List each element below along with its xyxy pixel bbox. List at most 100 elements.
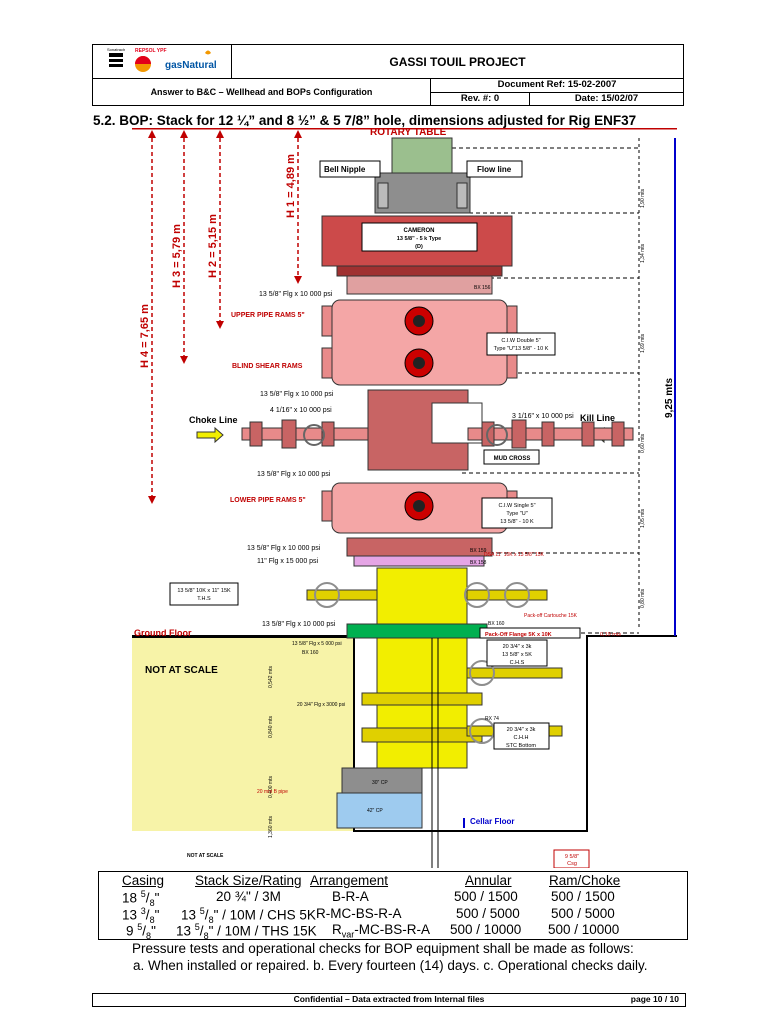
dsa-label: DSA 11" 10K x 13 5/8" 15K <box>484 552 545 558</box>
mud-cross-label: MUD CROSS <box>494 456 531 462</box>
drilling-spool-adapter <box>353 555 485 567</box>
ground-floor-label: Ground Floor <box>134 628 192 638</box>
not-at-scale-label: NOT AT SCALE <box>145 665 218 676</box>
table-row: 9 5/8" 13 5/8" / 10M / THS 15K Rvar-MC-B… <box>99 922 687 942</box>
h1-label: H 1 = 4,89 m <box>285 154 297 218</box>
ths-valve-handwheel-icon <box>314 582 340 608</box>
dim-019-label: 0,19 mts <box>600 632 621 638</box>
bx158-label: BX 158 <box>470 560 487 566</box>
upper-pipe-rams-label: UPPER PIPE RAMS 5" <box>231 312 305 319</box>
cell-arrangement: Rvar-MC-BS-R-A <box>332 922 431 940</box>
header-stack: Stack Size/Rating <box>195 873 302 888</box>
svg-text:1,90 mts: 1,90 mts <box>640 188 646 208</box>
pipe-20mm-label: 20 mm B pipe <box>257 789 288 795</box>
cell-ram-choke: 500 / 5000 <box>551 906 615 921</box>
ciw-single-label: C.I.W Single 5" <box>498 503 535 509</box>
cell-stack: 20 ¾" / 3M <box>216 889 281 904</box>
svg-text:1,69 mts: 1,69 mts <box>640 333 646 353</box>
h4-label: H 4 = 7,65 m <box>139 304 151 368</box>
page-number: page 10 / 10 <box>630 994 679 1004</box>
svg-text:13 5/8" - 10 K: 13 5/8" - 10 K <box>500 519 534 525</box>
sonatrach-logo-icon <box>109 53 123 67</box>
svg-text:1,34 mts: 1,34 mts <box>640 243 646 263</box>
svg-text:0,80 mts: 0,80 mts <box>640 588 646 608</box>
flow-line-label: Flow line <box>477 165 512 174</box>
cell-casing: 9 5/8" <box>126 922 156 942</box>
cell-annular: 500 / 1500 <box>454 889 518 904</box>
table-header-row: Casing Stack Size/Rating Arrangement Ann… <box>99 873 687 889</box>
svg-text:C.H.S: C.H.S <box>510 660 525 666</box>
dimension-labels: 1,90 mts 1,34 mts 1,69 mts 0,60 mts 1,05… <box>268 188 646 838</box>
bell-nipple <box>391 137 453 174</box>
pipe-30cp-label: 30" CP <box>372 780 388 786</box>
document-header: Sonatrach REPSOL YPF gasNatural GASSI TO… <box>92 44 684 106</box>
kill-flange-label: 3 1/16" x 10 000 psi <box>512 413 574 420</box>
lower-pipe-rams-label: LOWER PIPE RAMS 5" <box>230 497 306 504</box>
cameron-label: CAMERON <box>404 228 435 234</box>
cell-annular: 500 / 5000 <box>456 906 520 921</box>
document-date: Date: 15/02/07 <box>574 93 639 104</box>
svg-text:Type "U": Type "U" <box>506 511 527 517</box>
flange-label-7: 13 5/8" Flg x 5 000 psi <box>292 641 342 647</box>
pressure-test-text: Pressure tests and operational checks fo… <box>132 940 648 974</box>
blind-shear-rams-label: BLIND SHEAR RAMS <box>232 363 303 370</box>
not-at-scale-small-label: NOT AT SCALE <box>187 853 224 859</box>
bx159-label: BX 159 <box>470 548 487 554</box>
cell-arrangement: B-R-A <box>332 889 369 904</box>
header-ram-choke: Ram/Choke <box>549 873 621 888</box>
chh-label: 20 3/4" x 3k <box>507 727 536 733</box>
cell-ram-choke: 500 / 10000 <box>548 922 620 937</box>
pack-off-flange <box>346 623 488 639</box>
tubing-head-spool <box>376 567 468 629</box>
choke-arrow-icon <box>196 426 224 444</box>
table-row: 13 3/8" 13 5/8" / 10M / CHS 5K R-MC-BS-R… <box>99 906 687 926</box>
test-line-1: Pressure tests and operational checks fo… <box>132 941 634 956</box>
bx156-label: BX 156 <box>474 285 491 291</box>
ciw-double-label: C.I.W Double 5" <box>501 338 540 344</box>
flange-label-8: 20 3/4" Flg x 3000 psi <box>297 702 345 708</box>
cellar-floor-label: Cellar Floor <box>470 817 514 826</box>
choke-line-label: Choke Line <box>189 415 238 425</box>
flange-label-3: 13 5/8" Flg x 10 000 psi <box>257 471 331 478</box>
svg-text:13 5/8" x 5K: 13 5/8" x 5K <box>502 652 532 658</box>
svg-text:STC Bottom: STC Bottom <box>506 743 536 749</box>
pipe-42cp-label: 42" CP <box>367 808 383 814</box>
ths-label: 13 5/8" 10K x 11" 15K <box>177 588 231 594</box>
cell-casing: 18 5/8" <box>122 889 160 909</box>
conductor-30 <box>341 767 423 794</box>
flange-label-6: 13 5/8" Flg x 10 000 psi <box>262 621 336 628</box>
flange-label-5: 11" Flg x 15 000 psi <box>257 558 319 565</box>
section-title: 5.2. BOP: Stack for 12 ¼” and 8 ½” & 5 7… <box>93 113 637 128</box>
rx74-label: RX 74 <box>485 716 499 722</box>
pack-off-flange-label: Pack-Off Flange 5K x 10K <box>485 632 552 638</box>
svg-text:13 5/8" - 5 k Type: 13 5/8" - 5 k Type <box>397 236 441 242</box>
svg-text:0,542 mts: 0,542 mts <box>268 666 274 688</box>
cell-arrangement: R-MC-BS-R-A <box>316 906 402 921</box>
revision: Rev. #: 0 <box>431 93 530 105</box>
logo-text-sonatrach: Sonatrach <box>107 47 125 52</box>
cell-stack: 13 5/8" / 10M / THS 15K <box>176 922 317 942</box>
svg-text:0,840 mts: 0,840 mts <box>268 716 274 738</box>
svg-text:0,400 mts: 0,400 mts <box>268 776 274 798</box>
svg-text:Type "U"13 5/8" - 10 K: Type "U"13 5/8" - 10 K <box>494 346 549 352</box>
choke-flange-label: 4 1/16" x 10 000 psi <box>270 407 332 414</box>
header-arrangement: Arrangement <box>310 873 389 888</box>
document-subject: Answer to B&C – Wellhead and BOPs Config… <box>93 79 431 105</box>
kill-valve-handwheel-icon <box>486 424 508 446</box>
flange-label-2: 13 5/8" Flg x 10 000 psi <box>260 391 334 398</box>
cell-annular: 500 / 10000 <box>450 922 522 937</box>
svg-text:1,360 mts: 1,360 mts <box>268 816 274 838</box>
cell-casing: 13 3/8" <box>122 906 160 926</box>
cell-stack: 13 5/8" / 10M / CHS 5K <box>181 906 316 926</box>
flange-label-4: 13 5/8" Flg x 10 000 psi <box>247 545 321 552</box>
logo-text-repsol: REPSOL YPF <box>135 48 167 54</box>
test-line-2: a. When installed or repaired. b. Every … <box>133 958 648 973</box>
document-footer: Confidential – Data extracted from Inter… <box>92 993 686 1007</box>
chs-label: 20 3/4" x 3k <box>503 644 532 650</box>
h3-label: H 3 = 5,79 m <box>171 224 183 288</box>
svg-text:(D): (D) <box>415 244 423 250</box>
total-height-label: 9,25 mts <box>664 378 675 418</box>
flange-label-1: 13 5/8" Flg x 10 000 psi <box>259 291 333 298</box>
header-annular: Annular <box>465 873 512 888</box>
bell-nipple-label: Bell Nipple <box>324 165 366 174</box>
